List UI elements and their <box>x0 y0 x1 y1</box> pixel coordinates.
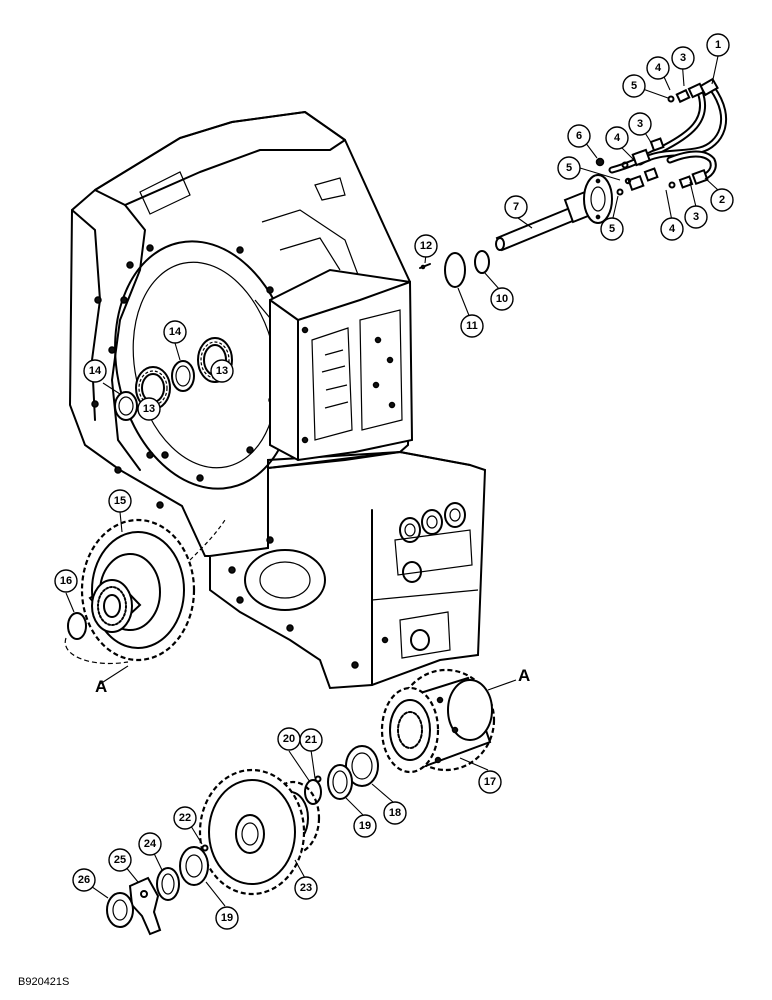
callout-20: 20 <box>277 727 301 751</box>
callout-12: 12 <box>414 234 438 258</box>
callout-6: 6 <box>567 124 591 148</box>
callout-label: 1 <box>715 39 721 51</box>
callout-label: 7 <box>513 201 519 213</box>
callout-label: 4 <box>669 223 676 235</box>
callout-3: 3 <box>684 205 708 229</box>
callout-label: 23 <box>300 882 312 894</box>
callout-label: 5 <box>631 80 637 92</box>
callout-label: 13 <box>143 403 155 415</box>
transmission-housing <box>68 110 487 690</box>
callout-label: 16 <box>60 575 72 587</box>
callout-label: 19 <box>359 820 371 832</box>
callout-label: 11 <box>466 320 478 332</box>
callout-4: 4 <box>646 56 670 80</box>
callout-label: 5 <box>609 223 615 235</box>
callout-3: 3 <box>628 112 652 136</box>
callout-11: 11 <box>460 314 484 338</box>
view-label-a-right: A <box>518 666 530 685</box>
control-valve-block <box>269 268 414 462</box>
callout-23: 23 <box>294 876 318 900</box>
callout-15: 15 <box>108 489 132 513</box>
callout-5: 5 <box>622 74 646 98</box>
callout-21: 21 <box>299 728 323 752</box>
callout-label: 20 <box>283 733 295 745</box>
figure-code: B920421S <box>18 976 69 988</box>
callout-3: 3 <box>671 46 695 70</box>
housing-ports <box>351 502 473 669</box>
callout-label: 21 <box>305 734 317 746</box>
hose-fittings <box>595 77 727 196</box>
callout-label: 2 <box>719 194 725 206</box>
callout-label: 3 <box>693 211 699 223</box>
callout-label: 24 <box>144 838 157 850</box>
snap-ring-16 <box>67 612 87 640</box>
callout-label: 13 <box>216 365 228 377</box>
callout-5: 5 <box>600 217 624 241</box>
callout-label: 5 <box>566 162 572 174</box>
callout-label: 26 <box>78 874 90 886</box>
ball-21 <box>314 775 322 783</box>
callout-4: 4 <box>660 217 684 241</box>
clutch-hub-17 <box>380 668 496 774</box>
callout-2: 2 <box>710 188 734 212</box>
pin-12 <box>419 263 431 270</box>
callout-1: 1 <box>706 33 730 57</box>
callout-label: 25 <box>114 854 126 866</box>
washer-18 <box>345 745 379 787</box>
washer-19-upper <box>327 764 353 800</box>
callout-16: 16 <box>54 569 78 593</box>
callout-label: 19 <box>221 912 233 924</box>
callout-label: 4 <box>655 62 662 74</box>
callout-label: 15 <box>114 495 126 507</box>
callout-label: 3 <box>637 118 643 130</box>
callout-24: 24 <box>138 832 162 856</box>
callout-10: 10 <box>490 287 514 311</box>
view-a-reference-line <box>64 637 129 665</box>
callout-label: 14 <box>89 365 102 377</box>
callout-25: 25 <box>108 848 132 872</box>
gear-15 <box>80 518 196 662</box>
callout-14: 14 <box>163 320 187 344</box>
ring-20 <box>304 779 322 805</box>
washer-19-lower <box>179 846 209 886</box>
view-label-a-left: A <box>95 677 107 696</box>
ball-22 <box>201 844 209 852</box>
callout-5: 5 <box>557 156 581 180</box>
callout-13: 13 <box>137 397 161 421</box>
callout-4: 4 <box>605 126 629 150</box>
callout-13: 13 <box>210 359 234 383</box>
ring-10 <box>474 250 490 274</box>
callout-19: 19 <box>353 814 377 838</box>
callout-19: 19 <box>215 906 239 930</box>
callout-18: 18 <box>383 801 407 825</box>
seal-ring-14-lower <box>114 391 138 421</box>
callout-label: 18 <box>389 807 401 819</box>
callout-label: 10 <box>496 293 508 305</box>
shaft-7 <box>495 174 613 252</box>
callout-label: 22 <box>179 812 191 824</box>
callout-17: 17 <box>478 770 502 794</box>
callout-label: 17 <box>484 776 496 788</box>
callout-22: 22 <box>173 806 197 830</box>
lock-plate-25 <box>128 876 162 936</box>
ring-11 <box>444 252 466 288</box>
gear-23 <box>198 768 321 896</box>
washer-24 <box>156 867 180 901</box>
callout-label: 3 <box>680 52 686 64</box>
seal-ring-14-upper <box>171 360 195 392</box>
callout-label: 4 <box>614 132 621 144</box>
flange-bolt-holes <box>91 244 284 482</box>
callout-label: 14 <box>169 326 182 338</box>
callout-label: 6 <box>576 130 582 142</box>
callout-7: 7 <box>504 195 528 219</box>
callout-label: 12 <box>420 240 432 252</box>
callout-26: 26 <box>72 868 96 892</box>
callout-14: 14 <box>83 359 107 383</box>
washer-26 <box>106 892 134 928</box>
